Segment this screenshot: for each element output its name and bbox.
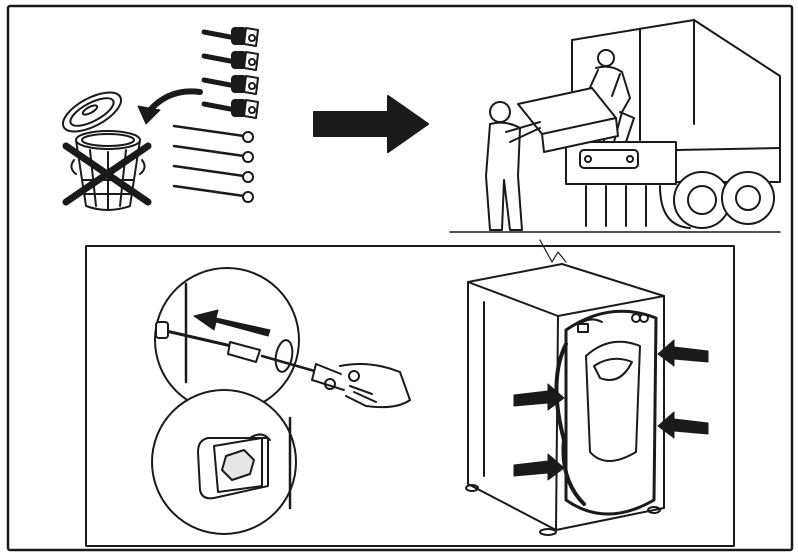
truck-icon <box>449 19 781 233</box>
washing-machine-icon <box>465 263 665 536</box>
transport-bolt-icon <box>201 51 259 71</box>
lower-frame <box>85 245 735 547</box>
bolt-location-arrow-icon <box>513 383 565 411</box>
push-arrow-icon <box>193 309 271 337</box>
truck-loading-panel <box>449 19 781 263</box>
long-screw-icon <box>172 184 254 203</box>
long-screw-icon <box>172 164 254 183</box>
long-screw-icon <box>172 124 254 143</box>
big-right-arrow-icon <box>313 95 429 153</box>
transport-bolt-icon <box>201 27 259 47</box>
bolt-location-arrow-icon <box>513 453 565 481</box>
bin-lid-icon <box>61 91 123 133</box>
transport-bolt-icon <box>201 75 259 95</box>
outer-frame <box>6 4 794 552</box>
transport-bolt-icon <box>201 99 259 119</box>
discard-panel <box>61 27 259 211</box>
bolt-location-arrows <box>513 339 709 481</box>
long-screw-icon <box>172 144 254 163</box>
curved-arrow-icon <box>137 88 203 125</box>
long-screws-icon <box>172 124 254 203</box>
bolt-location-arrow-icon <box>657 411 709 439</box>
bolt-location-arrow-icon <box>657 339 709 367</box>
worker-on-ground-icon <box>485 101 541 231</box>
transport-bolts-icon <box>201 27 259 119</box>
screwdriver-hand-icon <box>260 354 411 409</box>
prohibited-cross-icon <box>62 142 152 206</box>
bolt-head-zoom-icon <box>151 389 297 535</box>
